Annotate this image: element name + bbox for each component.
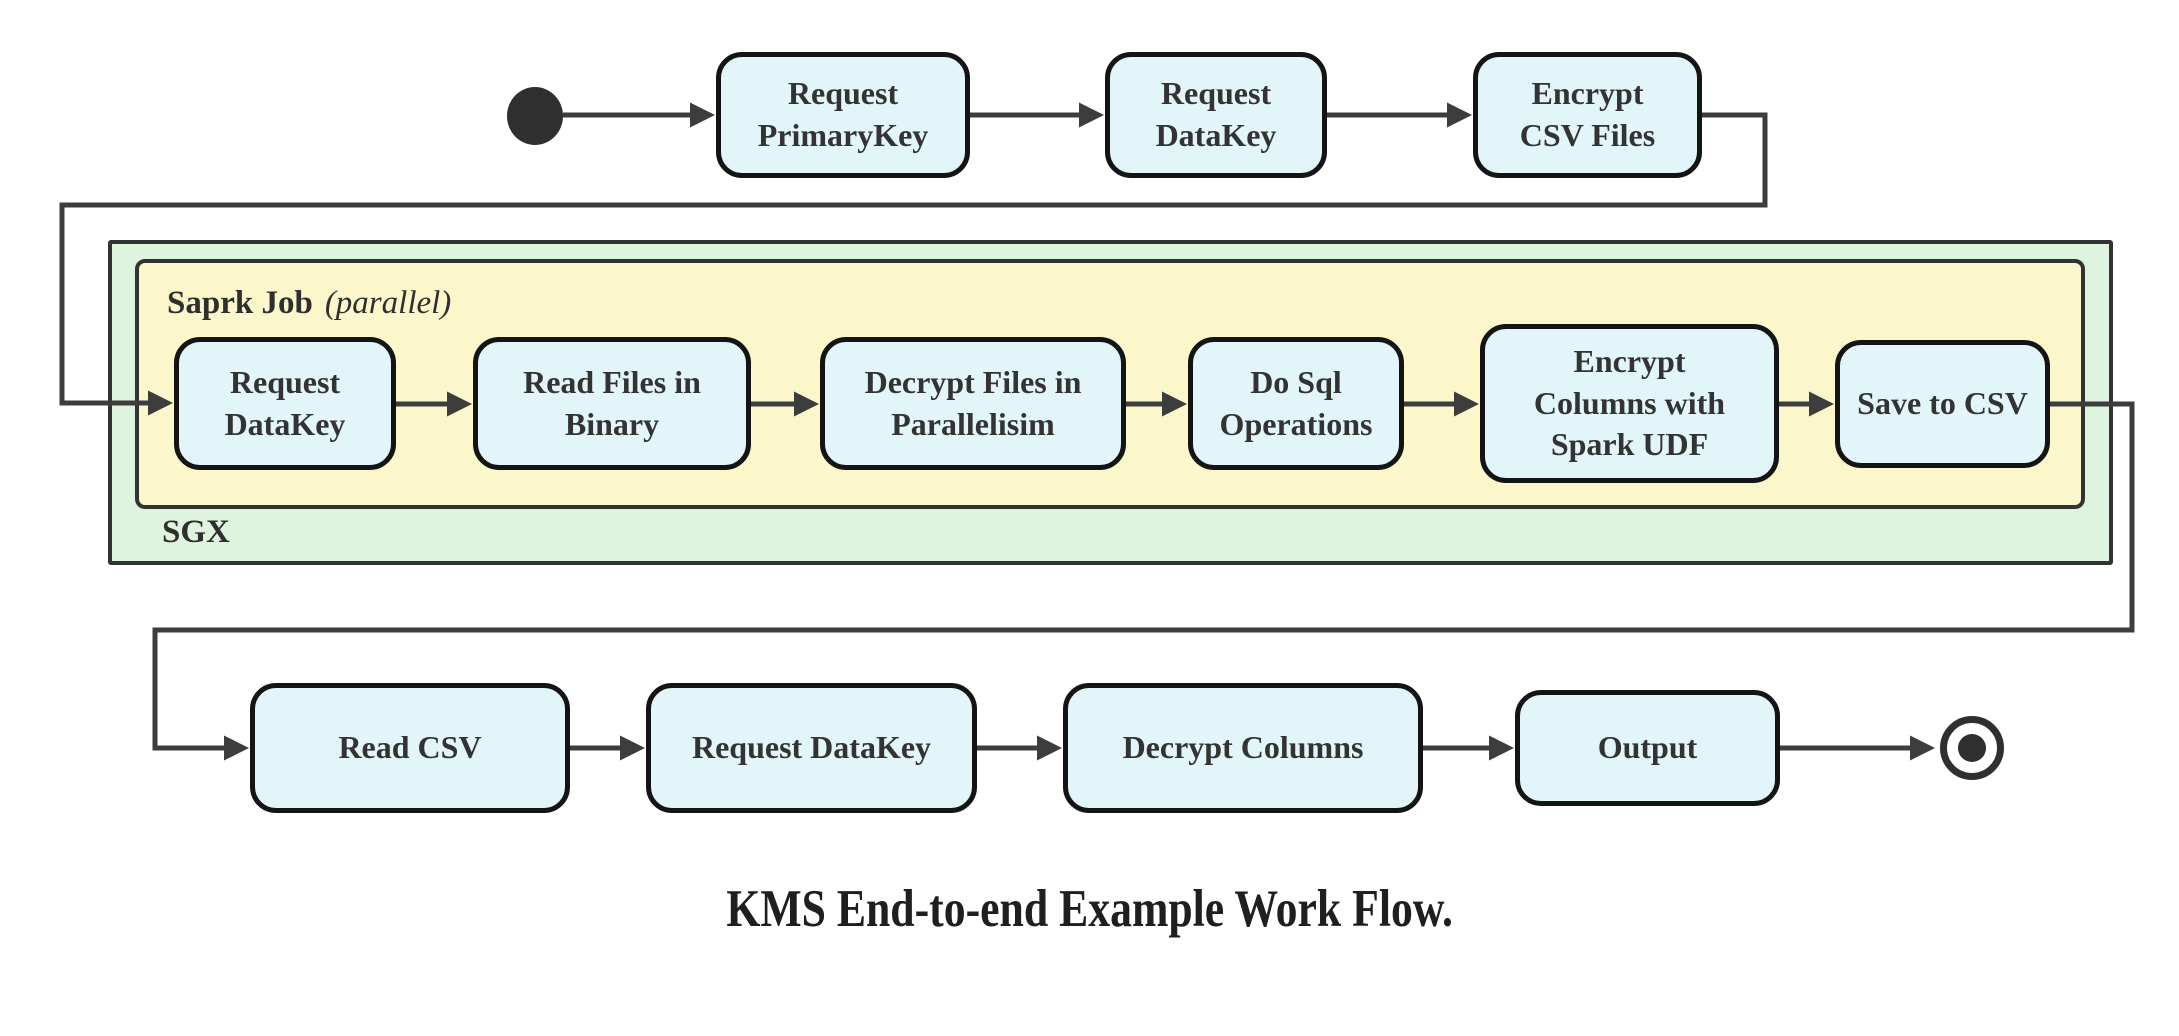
node-save-to-csv: Save to CSV bbox=[1835, 340, 2050, 468]
start-state-circle bbox=[507, 87, 563, 145]
end-state-inner-dot bbox=[1958, 734, 1986, 762]
node-read-files-in-binary: Read Files in Binary bbox=[473, 337, 751, 470]
node-do-sql-operations: Do Sql Operations bbox=[1188, 337, 1404, 470]
node-read-csv: Read CSV bbox=[250, 683, 570, 813]
spark-job-label-text: Saprk Job bbox=[167, 285, 313, 321]
sgx-container-label: SGX bbox=[162, 514, 230, 550]
spark-job-container-label: Saprk Job (parallel) bbox=[167, 285, 451, 322]
node-request-datakey-client: Request DataKey bbox=[646, 683, 977, 813]
node-encrypt-columns-with-spark-udf: Encrypt Columns with Spark UDF bbox=[1480, 324, 1779, 483]
spark-job-parallel-annotation: (parallel) bbox=[324, 285, 452, 321]
node-decrypt-files-in-parallelisim: Decrypt Files in Parallelisim bbox=[820, 337, 1126, 470]
end-state-circle bbox=[1940, 716, 2004, 780]
node-request-datakey-sgx: Request DataKey bbox=[174, 337, 396, 470]
diagram-caption-text: KMS End-to-end Example Work Flow. bbox=[726, 879, 1453, 939]
edge-encrypt-csv-files-to-sgx-request-datakey bbox=[59, 112, 1768, 416]
node-request-primarykey: Request PrimaryKey bbox=[716, 52, 970, 178]
node-encrypt-csv-files: Encrypt CSV Files bbox=[1473, 52, 1702, 178]
node-request-datakey: Request DataKey bbox=[1105, 52, 1327, 178]
node-output: Output bbox=[1515, 690, 1780, 806]
edge-save-csv-to-read-csv bbox=[152, 401, 2135, 761]
diagram-caption: KMS End-to-end Example Work Flow. bbox=[0, 879, 2179, 939]
node-decrypt-columns: Decrypt Columns bbox=[1063, 683, 1423, 813]
